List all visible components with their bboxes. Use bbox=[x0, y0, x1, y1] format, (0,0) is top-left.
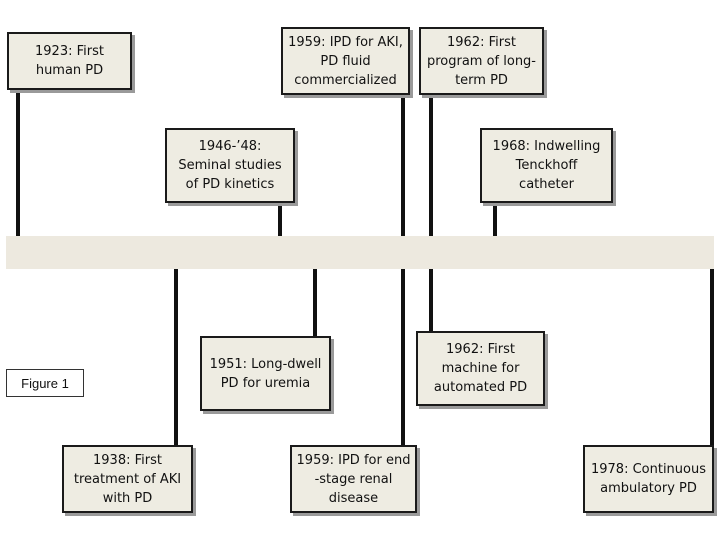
connector-1959-aki bbox=[401, 95, 405, 445]
event-1959-ipd-for-aki: 1959: IPD for AKI, PD fluid commercializ… bbox=[281, 27, 410, 95]
connector-1951 bbox=[313, 269, 317, 336]
connector-1923 bbox=[16, 90, 20, 236]
connector-1962-program bbox=[429, 95, 433, 331]
event-1959-ipd-esrd: 1959: IPD for end -stage renal disease bbox=[290, 445, 417, 513]
event-1923-first-human-pd: 1923: First human PD bbox=[7, 32, 132, 90]
connector-1978 bbox=[710, 269, 714, 445]
event-1938-aki-treatment: 1938: First treatment of AKI with PD bbox=[62, 445, 193, 513]
event-1946-pd-kinetics: 1946-’48: Seminal studies of PD kinetics bbox=[165, 128, 295, 203]
connector-1946 bbox=[278, 203, 282, 236]
event-1962-automated-pd-machine: 1962: First machine for automated PD bbox=[416, 331, 545, 406]
connector-1968 bbox=[493, 203, 497, 236]
connector-1938 bbox=[174, 269, 178, 445]
timeline-band bbox=[6, 236, 714, 269]
event-1951-long-dwell-pd: 1951: Long-dwell PD for uremia bbox=[200, 336, 331, 411]
event-1962-long-term-program: 1962: First program of long- term PD bbox=[419, 27, 544, 95]
figure-label: Figure 1 bbox=[6, 369, 84, 397]
event-1978-capd: 1978: Continuous ambulatory PD bbox=[583, 445, 714, 513]
event-1968-tenckhoff-catheter: 1968: Indwelling Tenckhoff catheter bbox=[480, 128, 613, 203]
